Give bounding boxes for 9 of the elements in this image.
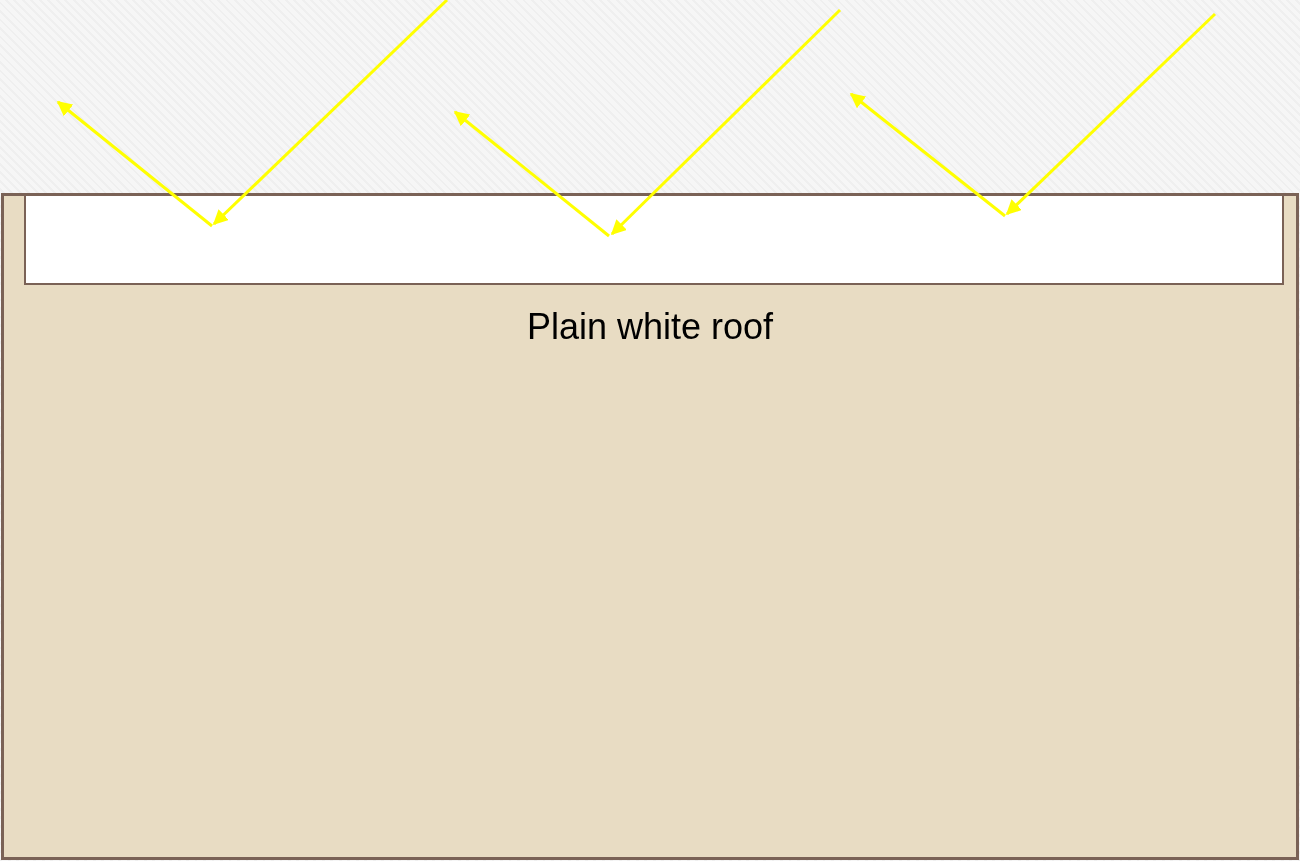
light-ray-arrow xyxy=(453,110,610,238)
roof-label: Plain white roof xyxy=(525,306,775,348)
light-ray-arrow xyxy=(212,0,449,226)
light-ray-arrow xyxy=(56,100,213,228)
building-box xyxy=(1,193,1299,860)
light-ray-arrow xyxy=(1005,12,1217,216)
roof-box xyxy=(24,196,1284,285)
light-ray-arrow xyxy=(849,92,1006,218)
light-ray-arrow xyxy=(610,8,842,236)
